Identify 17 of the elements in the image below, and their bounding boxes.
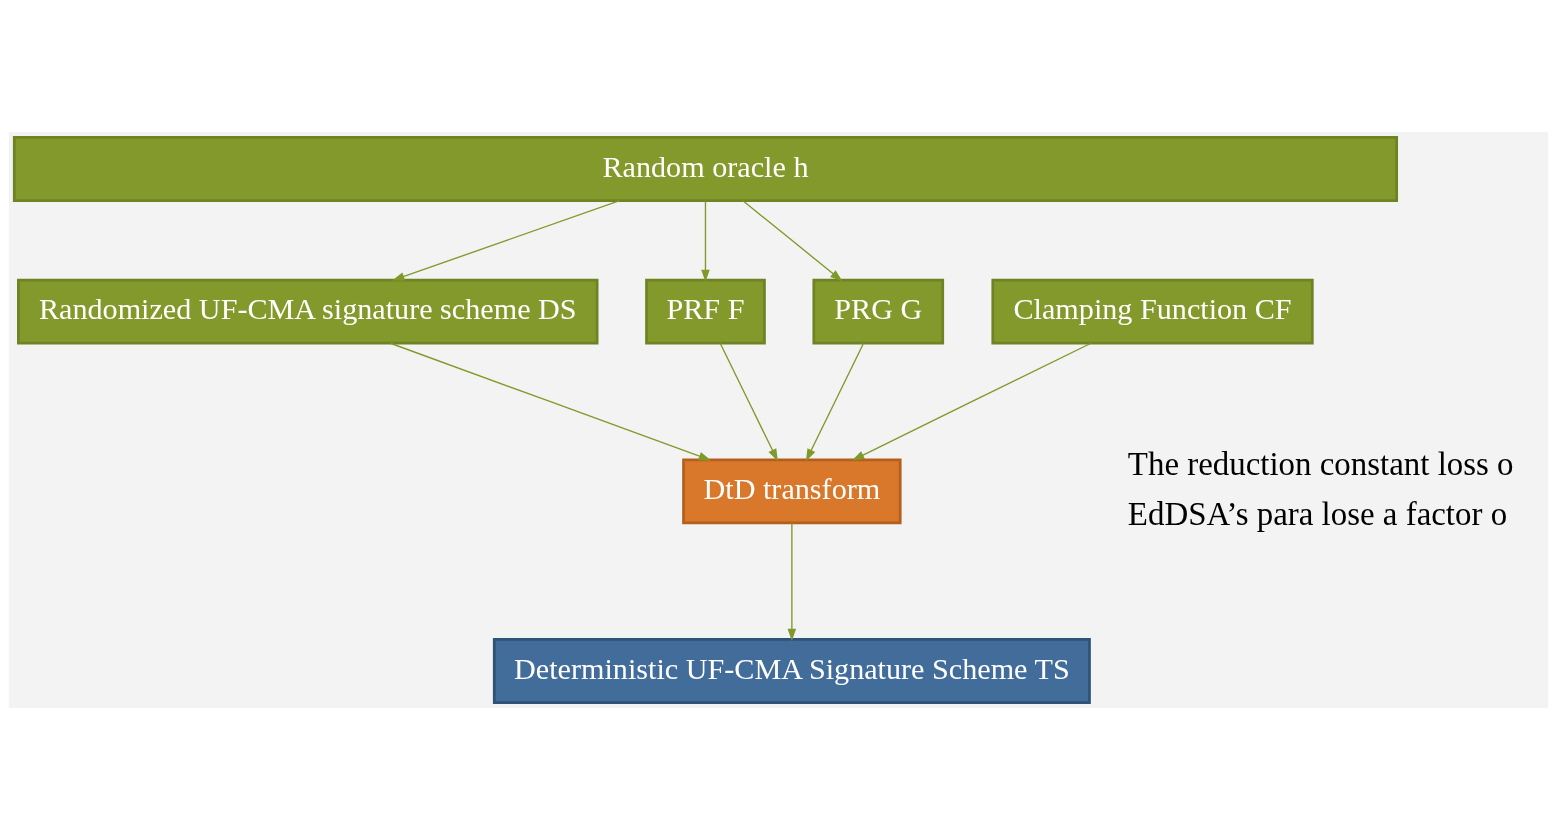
label: EdDSA’s para lose a factor o bbox=[1127, 495, 1508, 531]
label: The reduction constant loss o bbox=[1127, 445, 1514, 482]
node-box: Deterministic UF-CMA Signature Scheme TS bbox=[492, 637, 1091, 704]
arrow bbox=[701, 199, 710, 282]
arrow bbox=[805, 342, 865, 461]
arrow bbox=[742, 199, 843, 281]
node-box: Randomized UF-CMA signature scheme DS bbox=[17, 278, 599, 345]
arrow bbox=[392, 199, 621, 281]
arrow bbox=[851, 342, 1092, 460]
node-box: Clamping Function CF bbox=[991, 278, 1314, 345]
node-box: DtD transform bbox=[682, 457, 902, 524]
arrow bbox=[719, 342, 778, 461]
node-box: PRG G bbox=[812, 278, 945, 345]
arrow bbox=[787, 521, 797, 641]
arrow bbox=[389, 342, 712, 460]
node-box: Random oracle h bbox=[12, 135, 1399, 202]
node-box: PRF F bbox=[645, 278, 766, 345]
